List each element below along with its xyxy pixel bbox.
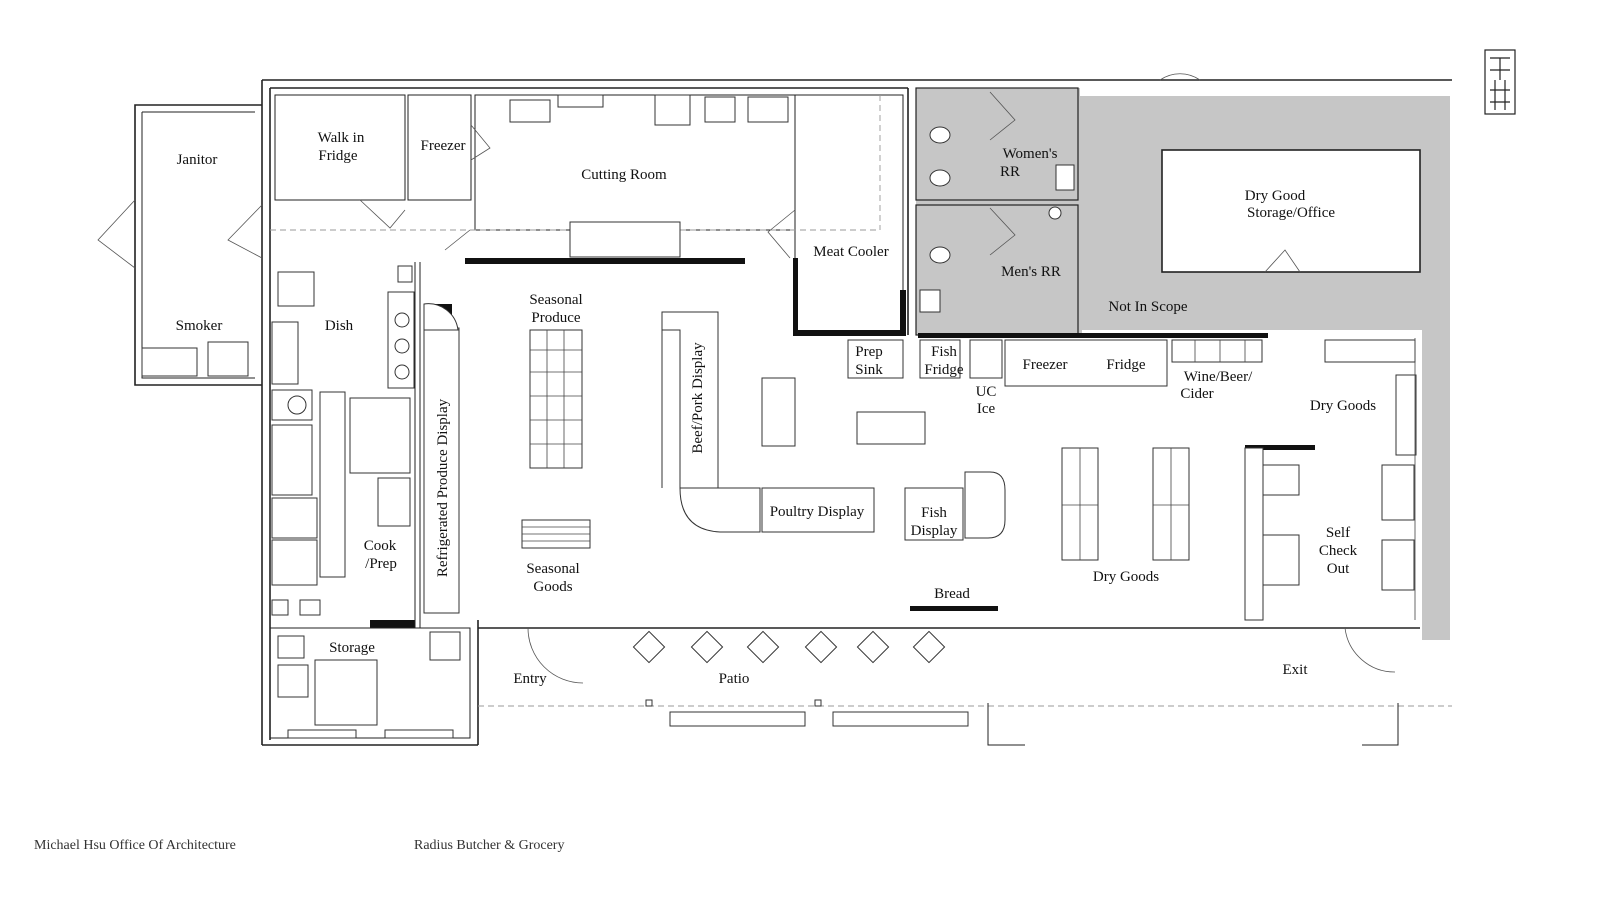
label-smoker: Smoker bbox=[176, 318, 223, 334]
label-patio: Patio bbox=[719, 671, 750, 687]
label-entry: Entry bbox=[513, 671, 547, 687]
label-prep-sink-2: Sink bbox=[855, 362, 883, 378]
restroom-fixtures bbox=[919, 73, 1301, 313]
store-fixtures bbox=[423, 303, 1417, 621]
label-poultry: Poultry Display bbox=[770, 504, 865, 520]
seasonal-goods-rack bbox=[521, 519, 591, 549]
label-not-in-scope: Not In Scope bbox=[1108, 299, 1187, 315]
label-self-checkout: Self bbox=[1326, 525, 1350, 541]
label-janitor: Janitor bbox=[177, 152, 218, 168]
label-exit: Exit bbox=[1283, 662, 1309, 678]
label-dry-goods-right: Dry Goods bbox=[1310, 398, 1376, 414]
label-seasonal-goods: Seasonal bbox=[526, 561, 579, 577]
label-cook-prep: Cook bbox=[364, 538, 397, 554]
label-fish-display: Fish bbox=[921, 505, 947, 521]
label-dry-good-storage-2: Storage/Office bbox=[1247, 205, 1335, 221]
label-refrigerated-produce: Refrigerated Produce Display bbox=[435, 398, 451, 577]
label-seasonal-goods-2: Goods bbox=[533, 579, 572, 595]
label-seasonal-produce: Seasonal bbox=[529, 292, 582, 308]
not-in-scope-area bbox=[915, 87, 1450, 640]
firm-name: Michael Hsu Office Of Architecture bbox=[34, 838, 236, 853]
back-rooms bbox=[270, 94, 904, 336]
label-dry-good-storage: Dry Good bbox=[1245, 188, 1306, 204]
label-womens-rr-2: RR bbox=[1000, 164, 1020, 180]
label-self-checkout-2: Check bbox=[1319, 543, 1358, 559]
label-self-checkout-3: Out bbox=[1327, 561, 1350, 577]
patio bbox=[478, 627, 1452, 746]
label-meat-cooler: Meat Cooler bbox=[813, 244, 888, 260]
label-cook-prep-2: /Prep bbox=[365, 556, 397, 572]
label-fish-display-2: Display bbox=[911, 523, 958, 539]
label-prep-sink: Prep bbox=[855, 344, 883, 360]
footer: Michael Hsu Office Of Architecture Radiu… bbox=[34, 838, 564, 853]
label-fridge-front: Fridge bbox=[1106, 357, 1146, 373]
label-freezer-back: Freezer bbox=[421, 138, 466, 154]
label-storage: Storage bbox=[329, 640, 375, 656]
label-womens-rr: Women's bbox=[1003, 146, 1058, 162]
label-uc-ice-2: Ice bbox=[977, 401, 996, 417]
label-dry-goods-center: Dry Goods bbox=[1093, 569, 1159, 585]
label-cutting-room: Cutting Room bbox=[581, 167, 667, 183]
kitchen bbox=[269, 262, 471, 739]
label-uc-ice: UC bbox=[976, 384, 997, 400]
label-wine-2: Cider bbox=[1180, 386, 1213, 402]
label-seasonal-produce-2: Produce bbox=[531, 310, 580, 326]
label-beef-pork: Beef/Pork Display bbox=[690, 342, 706, 454]
firm-seal-logo bbox=[1484, 49, 1516, 115]
label-bread: Bread bbox=[934, 586, 970, 602]
label-wine: Wine/Beer/ bbox=[1184, 369, 1253, 385]
label-walk-in-fridge: Walk in bbox=[318, 130, 365, 146]
project-name: Radius Butcher & Grocery bbox=[414, 838, 564, 853]
annex-walls bbox=[97, 104, 263, 386]
label-mens-rr: Men's RR bbox=[1001, 264, 1061, 280]
label-walk-in-fridge-2: Fridge bbox=[318, 148, 358, 164]
label-dish: Dish bbox=[325, 318, 354, 334]
seasonal-produce-racks bbox=[529, 329, 583, 469]
label-fish-fridge-2: Fridge bbox=[924, 362, 964, 378]
label-fish-fridge: Fish bbox=[931, 344, 957, 360]
room-labels: Janitor Smoker Walk in Fridge Freezer Cu… bbox=[176, 130, 1377, 687]
label-freezer-front: Freezer bbox=[1023, 357, 1068, 373]
